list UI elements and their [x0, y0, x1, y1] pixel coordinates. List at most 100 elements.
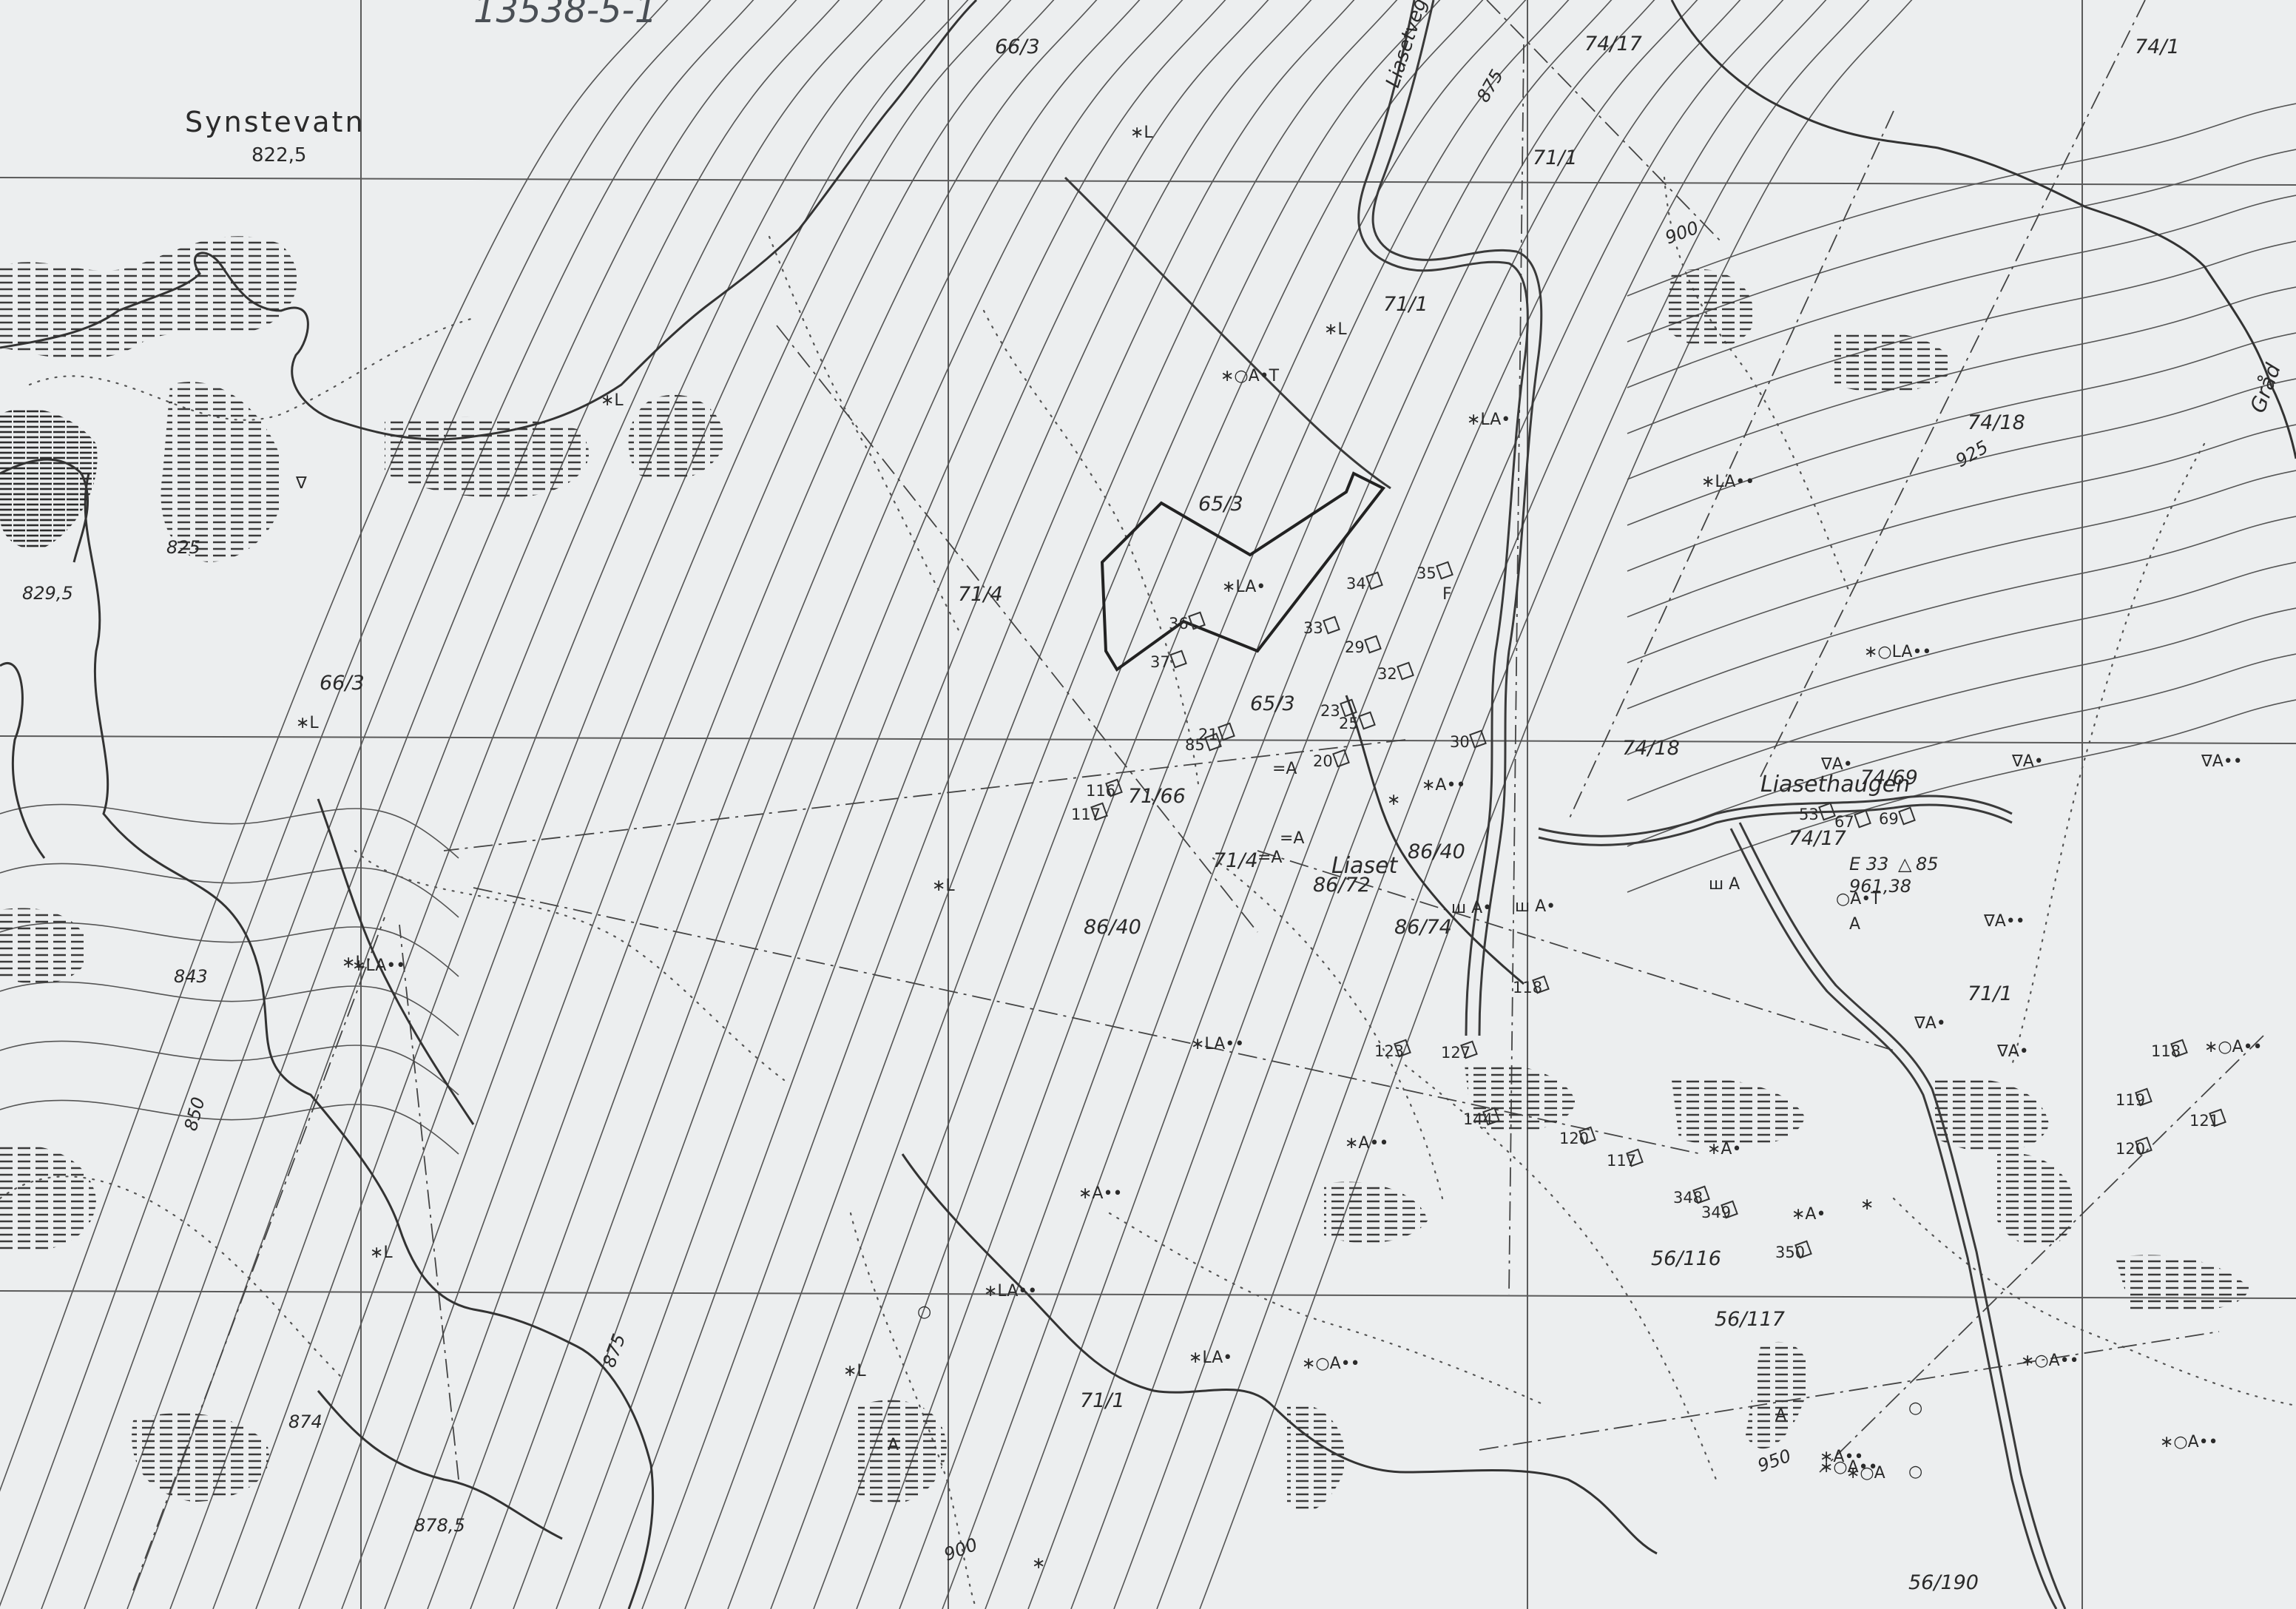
building-outline: [1692, 1185, 1710, 1204]
landuse-symbol: ∗L: [601, 391, 624, 410]
landuse-symbol: A: [888, 1436, 899, 1454]
building-outline: [1436, 561, 1453, 580]
building-outline: [1365, 571, 1383, 590]
building-number: 116: [1086, 782, 1115, 800]
building-outline: [1818, 802, 1836, 821]
landuse-symbol: ∗LA•: [1222, 578, 1266, 596]
landuse-symbol: =A: [1257, 849, 1282, 867]
building-number: 67: [1834, 813, 1854, 831]
survey-point: E 33 △ 85 961,38: [1849, 854, 1939, 897]
buildings: [1090, 561, 2226, 1259]
contour-line: [513, 0, 1226, 1609]
parcel-label: 71/1: [1080, 1389, 1125, 1412]
landuse-symbol: A: [1849, 915, 1860, 934]
parcel-label: 66/3: [320, 672, 365, 695]
landuse-symbol: ∇: [295, 474, 307, 493]
contour-line: [0, 981, 459, 1036]
building-number: 120: [1559, 1130, 1589, 1147]
landuse-symbol: ∗: [1860, 1195, 1874, 1214]
building-number: 30: [1450, 733, 1470, 751]
contour-line: [1627, 607, 2296, 801]
landuse-symbol: ∗LA•: [1189, 1349, 1232, 1367]
landuse-symbol: ∗A••: [1820, 1448, 1863, 1466]
survey-point-mark: △: [1898, 854, 1912, 874]
building-number: 120: [2116, 1140, 2145, 1158]
elevation-label: 950: [1755, 1446, 1794, 1477]
contour-line: [1199, 0, 1913, 1609]
landuse-symbol: ш A•: [1515, 897, 1556, 916]
parcel-label: 71/1: [1968, 982, 2013, 1005]
landuse-symbol: ○: [1908, 1463, 1922, 1481]
survey-point-value: 961,38: [1849, 876, 1911, 897]
building-outline: [1340, 698, 1357, 718]
building-number: 53: [1799, 806, 1819, 823]
parcel-label: 56/117: [1715, 1308, 1785, 1331]
contour-line: [0, 1040, 459, 1096]
building-outline: [1854, 809, 1871, 829]
contour-line: [169, 0, 883, 1609]
parcel-label: 86/40: [1084, 916, 1141, 939]
building-number: 350: [1775, 1244, 1805, 1261]
contour-line: [255, 0, 969, 1609]
contour-line: [813, 0, 1527, 1609]
building-number: 20: [1313, 752, 1333, 770]
contour-line: [856, 0, 1570, 1609]
contour-line: [84, 0, 797, 1609]
lake-shoreline: [0, 0, 978, 859]
landuse-symbol: ∗L: [1324, 320, 1347, 339]
building-number: 23: [1320, 702, 1340, 720]
parcel-label: 74/1: [2135, 36, 2180, 58]
building-outline: [1218, 722, 1235, 741]
landuse-symbol: F: [1442, 585, 1452, 604]
contour-line: [1627, 470, 2296, 664]
contour-line: [1156, 0, 1870, 1609]
building-outline: [1364, 635, 1382, 654]
landuse-symbols: ∗L∗L∗L∗L∗L∗L∗L∗L∗LA•∗LA•∗LA••∗LA••∗LA••∗…: [295, 124, 2263, 1573]
contour-line: [298, 0, 1012, 1609]
building-outline: [1397, 661, 1414, 681]
contour-line: [1627, 653, 2296, 847]
survey-point-code: 85: [1916, 854, 1939, 874]
contour-line: [942, 0, 1655, 1609]
building-outline: [2135, 1136, 2152, 1156]
elevation-label: 900: [941, 1534, 980, 1565]
building-number: 25: [1339, 715, 1359, 732]
elevation-label: 829,5: [22, 583, 73, 604]
landuse-symbol: ∗LA••: [1191, 1035, 1244, 1053]
building-outline: [2135, 1087, 2152, 1107]
contour-line: [1627, 332, 2296, 526]
building-outline: [1105, 778, 1123, 797]
contour-line: [641, 0, 1355, 1609]
parcel-label: 74/18: [1968, 411, 2025, 434]
contour-line: [341, 0, 1055, 1609]
parcel-label: 65/3: [1250, 692, 1295, 715]
contour-line: [1027, 0, 1741, 1609]
building-outline: [1721, 1200, 1738, 1219]
building-outline: [1469, 729, 1487, 749]
contour-line: [556, 0, 1269, 1609]
landuse-symbol: ш A•: [1451, 899, 1492, 917]
contour-line: [0, 803, 459, 859]
parcel-label: 71/4: [958, 583, 1003, 606]
building-number: 118: [1513, 979, 1542, 996]
landuse-symbol: ∗L: [370, 1244, 393, 1262]
landuse-symbol: ∗A••: [1078, 1184, 1122, 1203]
contour-line: [1627, 240, 2296, 434]
contour-line: [899, 0, 1613, 1609]
elevation-label: 878,5: [414, 1515, 465, 1536]
parcel-label: 74/17: [1584, 33, 1642, 55]
building-number: 119: [2116, 1091, 2145, 1109]
building-outline: [1358, 711, 1376, 730]
landuse-symbol: ∗L: [843, 1362, 866, 1380]
building-number: 127: [1441, 1044, 1471, 1062]
property-boundary: [1100, 471, 1386, 672]
contour-line: [0, 922, 459, 977]
contour-line: [212, 0, 926, 1609]
lake-elevation: 822,5: [251, 144, 306, 166]
landuse-symbol: ш A: [1709, 875, 1740, 894]
parcel-label: 66/3: [995, 36, 1040, 58]
contour-line: [1627, 516, 2296, 709]
contour-line: [0, 1099, 459, 1155]
